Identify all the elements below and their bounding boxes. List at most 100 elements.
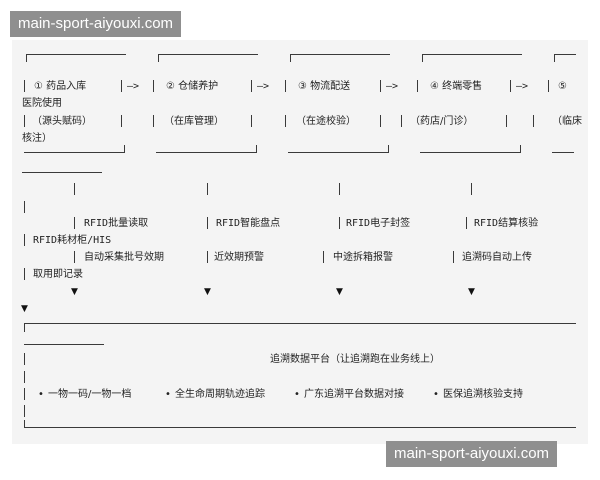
stage3-subtitle: （在途校验） <box>296 116 356 127</box>
arrow-1: —> <box>127 81 140 92</box>
platform-title: 追溯数据平台（让追溯跑在业务线上） <box>270 354 440 365</box>
stage2-left-bar <box>153 80 154 92</box>
tech2-bar <box>207 217 208 229</box>
down-arrow-2: ▼ <box>204 287 211 297</box>
arrow-2: —> <box>257 81 270 92</box>
feature-2: 全生命周期轨迹追踪 <box>175 389 265 400</box>
stage2-title: ② 仓储养护 <box>166 81 219 92</box>
watermark-top: main-sport-aiyouxi.com <box>10 11 182 37</box>
detail5-label: 取用即记录 <box>33 269 83 280</box>
detail1-bar <box>74 251 75 263</box>
platform-box-top <box>24 323 576 324</box>
detail2-label: 近效期预警 <box>214 252 264 263</box>
feature-4: 医保追溯核验支持 <box>443 389 523 400</box>
stage4-subtitle: （药店/门诊） <box>410 116 474 127</box>
tech2-label: RFID智能盘点 <box>216 218 281 229</box>
platform-tab-line <box>24 344 104 345</box>
down-arrow-1: ▼ <box>71 287 78 297</box>
down-arrow-3: ▼ <box>336 287 343 297</box>
stage2-box-top <box>158 54 258 55</box>
stage1-left-bar <box>24 80 25 92</box>
stage3-corner-bottom <box>388 145 389 153</box>
stage4-sub-left-bar <box>401 115 402 127</box>
tech5-label: RFID耗材柜/HIS <box>33 235 112 246</box>
stage1-box-bottom <box>24 152 124 153</box>
stage1-corner-bottom <box>124 145 125 153</box>
stage1-sub-right-bar <box>121 115 122 127</box>
arrow-4: —> <box>516 81 529 92</box>
detail4-bar <box>453 251 454 263</box>
stage3-sub-left-bar <box>285 115 286 127</box>
tech3-label: RFID电子封签 <box>346 218 411 229</box>
connector-1 <box>74 183 75 195</box>
stage4-box-top <box>422 54 522 55</box>
connector-5 <box>24 201 25 213</box>
stage2-corner-bottom <box>256 145 257 153</box>
stage1-sub-left-bar <box>24 115 25 127</box>
platform-left-bar-3 <box>24 388 25 400</box>
tech3-bar <box>339 217 340 229</box>
stage3-box-top <box>290 54 390 55</box>
stage4-left-bar <box>417 80 418 92</box>
platform-box-bottom <box>24 427 576 428</box>
feature-bullet-4: • <box>433 389 439 400</box>
connector-2 <box>207 183 208 195</box>
stage5-left-bar <box>548 80 549 92</box>
tech5-bar <box>24 234 25 246</box>
down-arrow-5: ▼ <box>21 304 28 314</box>
stage3-left-bar <box>285 80 286 92</box>
detail3-bar <box>323 251 324 263</box>
feature-bullet-1: • <box>38 389 44 400</box>
stage4-corner <box>422 54 423 62</box>
platform-left-bar-4 <box>24 405 25 417</box>
stage1-right-bar <box>121 80 122 92</box>
stage5-subtitle: （临床 <box>552 116 582 127</box>
detail5-bar <box>24 268 25 280</box>
platform-corner-top <box>24 323 25 332</box>
stage1-title: ① 药品入库 <box>34 81 87 92</box>
feature-bullet-2: • <box>165 389 171 400</box>
stage3-sub-right-bar <box>380 115 381 127</box>
watermark-bottom: main-sport-aiyouxi.com <box>386 441 558 467</box>
stage2-subtitle: （在库管理） <box>164 116 224 127</box>
stage4-box-bottom <box>420 152 520 153</box>
stage1-box-top <box>26 54 126 55</box>
tech1-label: RFID批量读取 <box>84 218 149 229</box>
platform-corner-bottom <box>24 420 25 428</box>
stage2-sub-right-bar <box>251 115 252 127</box>
detail3-label: 中途拆箱报警 <box>333 252 393 263</box>
stage2-sub-left-bar <box>153 115 154 127</box>
tech4-label: RFID结算核验 <box>474 218 539 229</box>
stage1-corner <box>26 54 27 62</box>
detail2-bar <box>207 251 208 263</box>
feature-3: 广东追溯平台数据对接 <box>304 389 404 400</box>
stage5-box-bottom <box>552 152 574 153</box>
detail1-label: 自动采集批号效期 <box>84 252 164 263</box>
stage1-subtitle: （源头赋码） <box>32 116 92 127</box>
stage5-sub-left-bar <box>533 115 534 127</box>
stage4-right-bar <box>510 80 511 92</box>
diagram-panel <box>12 40 588 444</box>
stage2-right-bar <box>251 80 252 92</box>
stage3-right-bar <box>380 80 381 92</box>
stage5-line2: 医院使用 <box>22 98 62 109</box>
stage4-title: ④ 终端零售 <box>430 81 483 92</box>
stage5-corner <box>554 54 555 62</box>
tech1-bar <box>74 217 75 229</box>
platform-left-bar-1 <box>24 353 25 365</box>
stage4-corner-bottom <box>520 145 521 153</box>
tech4-bar <box>466 217 467 229</box>
stage3-box-bottom <box>288 152 388 153</box>
stage5-box-top <box>554 54 576 55</box>
platform-left-bar-2 <box>24 371 25 383</box>
feature-bullet-3: • <box>294 389 300 400</box>
stage2-corner <box>158 54 159 62</box>
detail4-label: 追溯码自动上传 <box>462 252 532 263</box>
down-arrow-4: ▼ <box>468 287 475 297</box>
stage4-sub-right-bar <box>506 115 507 127</box>
stage3-corner <box>290 54 291 62</box>
stage2-box-bottom <box>156 152 256 153</box>
stage3-title: ③ 物流配送 <box>298 81 351 92</box>
stage1-box-underline <box>22 172 102 173</box>
connector-3 <box>339 183 340 195</box>
